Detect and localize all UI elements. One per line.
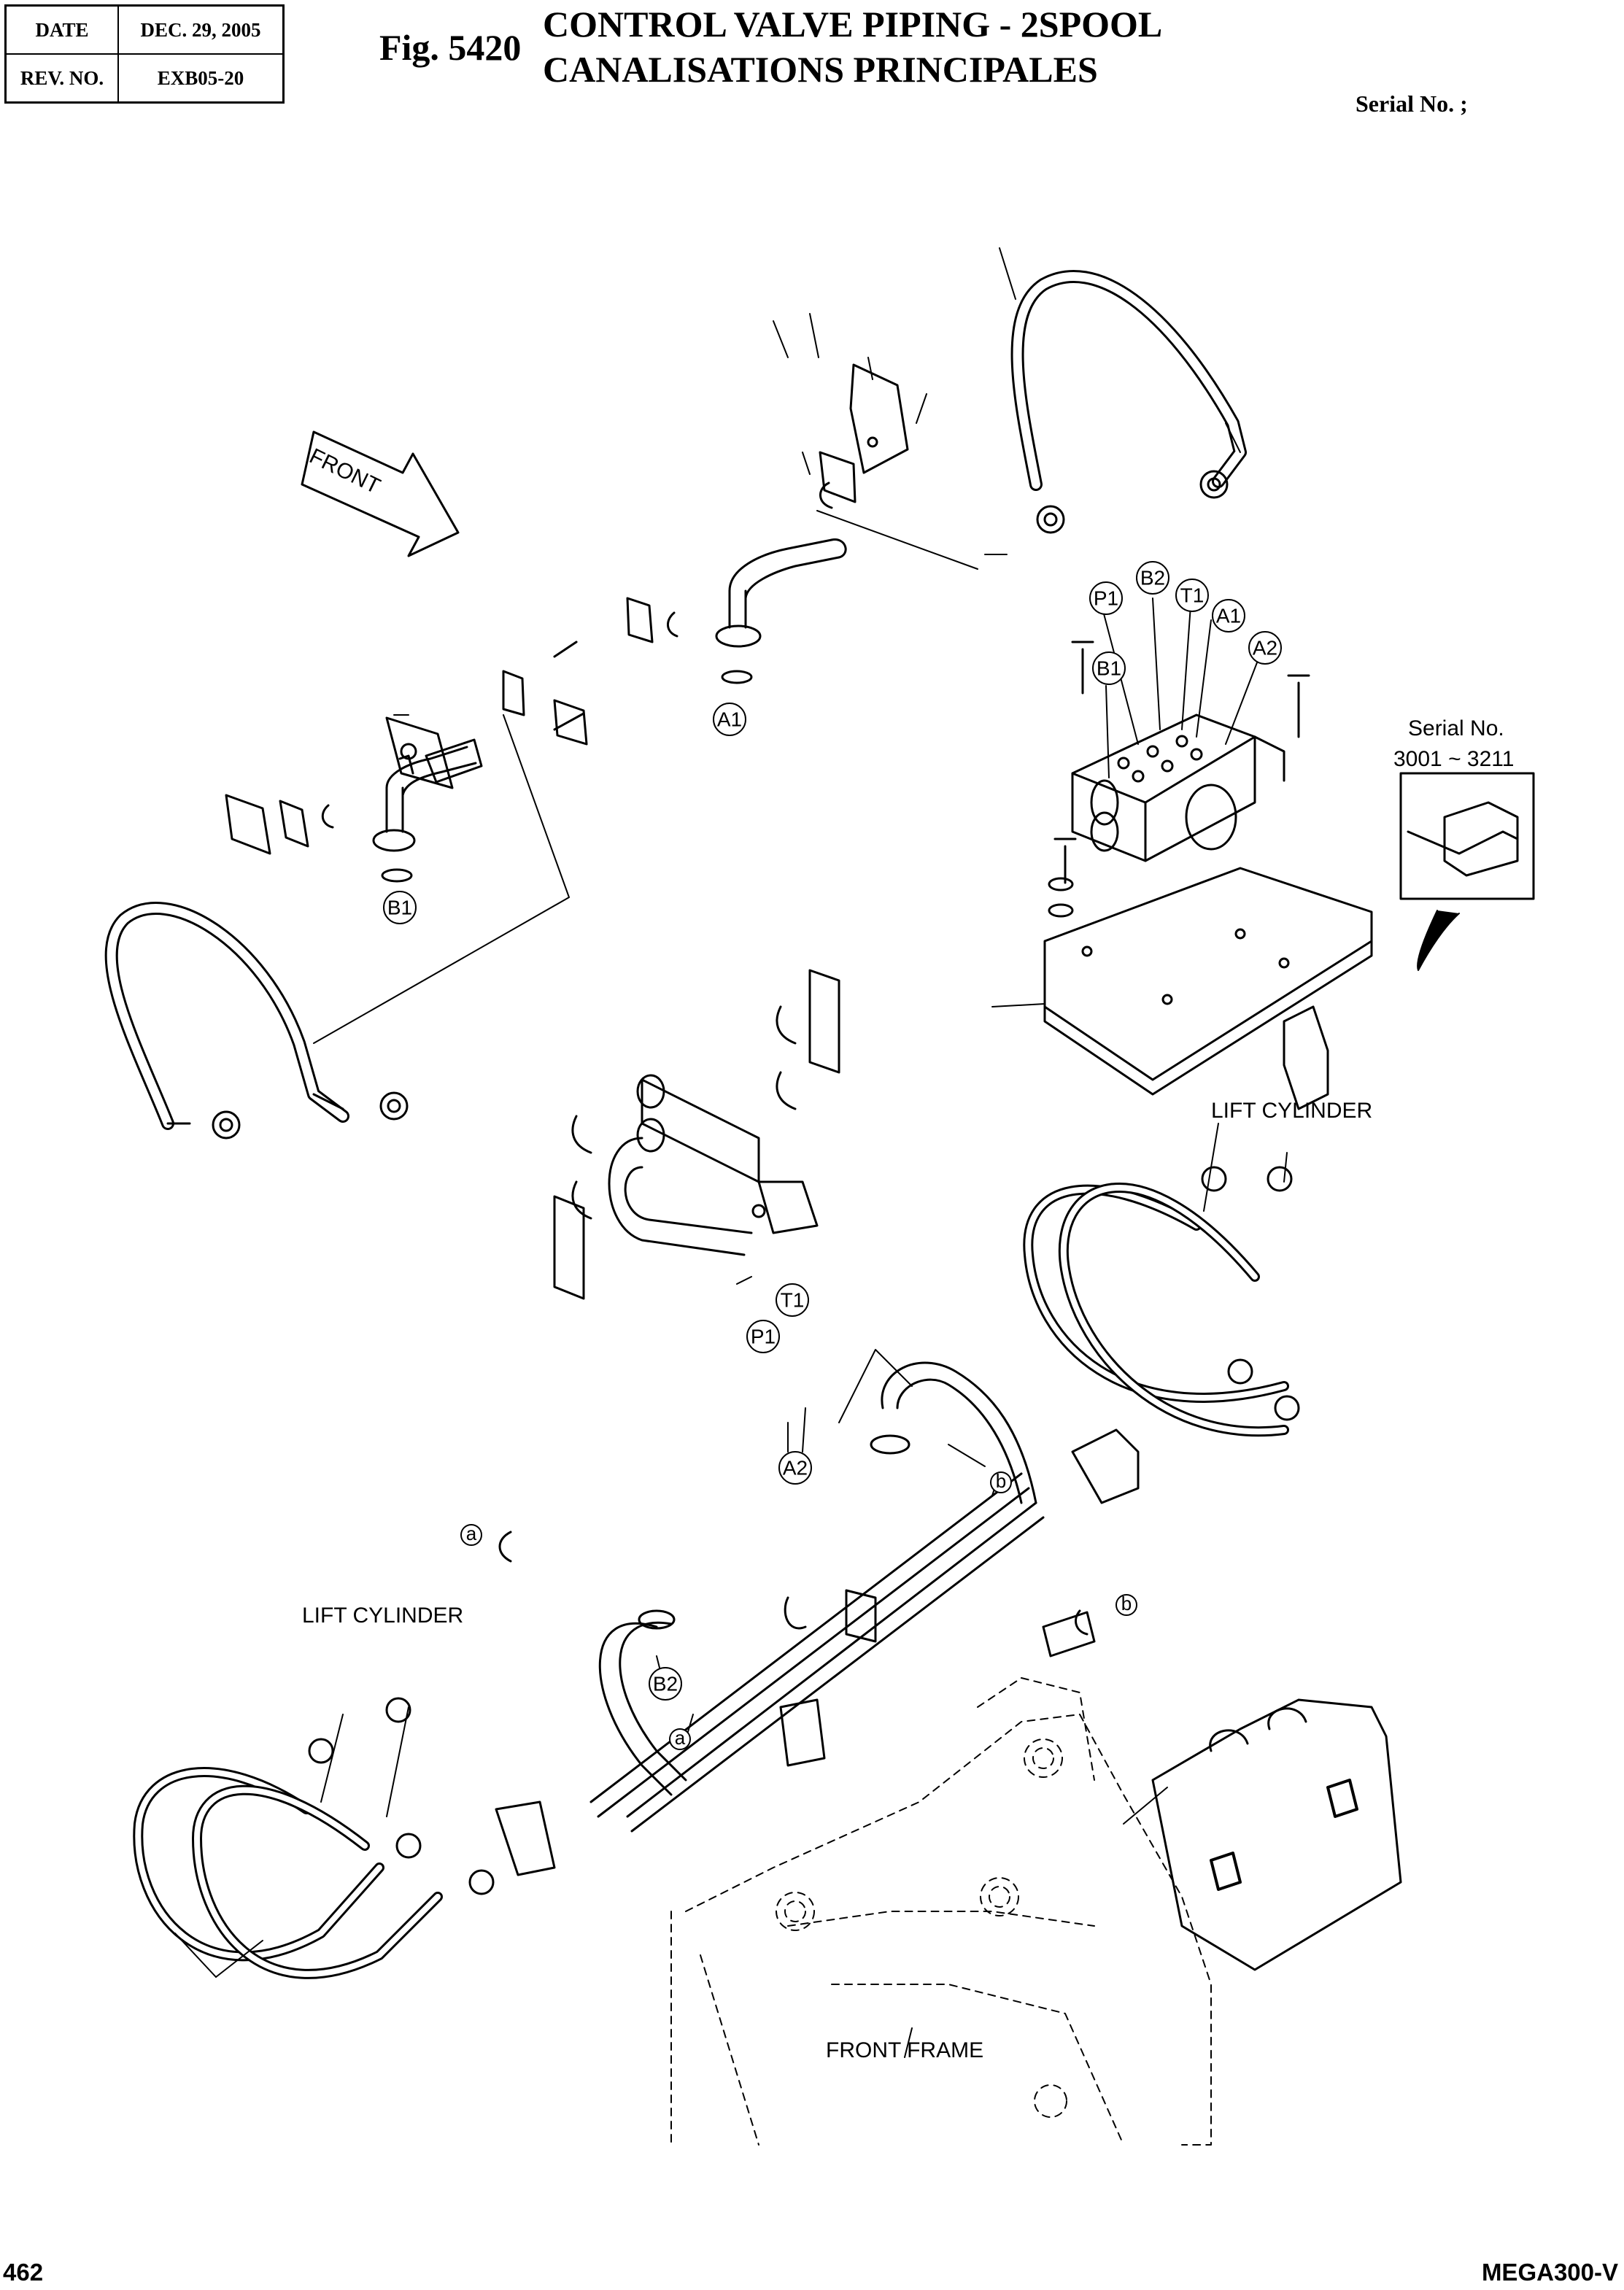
- lower-main-pipes: [495, 1361, 1140, 1876]
- cover-plate: [1151, 1698, 1402, 1971]
- page-number: 462: [3, 2259, 44, 2286]
- rev-value: EXB05-20: [117, 53, 285, 104]
- middle-pipe-assembly: [553, 969, 840, 1300]
- valve-mounting-plate: [1043, 838, 1373, 1110]
- ref-a-mid: a: [675, 1727, 686, 1749]
- date-label: DATE: [4, 4, 119, 55]
- title-english: CONTROL VALVE PIPING - 2SPOOL: [543, 4, 1163, 45]
- front-arrow: [301, 430, 460, 557]
- top-right-hose: [1010, 270, 1247, 534]
- port-t1-valve: T1: [1180, 584, 1205, 607]
- serial-inset-box: [1399, 772, 1535, 971]
- lift-cylinder-right-label: LIFT CYLINDER: [1211, 1099, 1372, 1123]
- date-value: DEC. 29, 2005: [117, 4, 285, 55]
- leader-lines: [174, 247, 1288, 2058]
- left-hose: [104, 902, 409, 1140]
- serial-note-label: Serial No.: [1408, 716, 1504, 740]
- ref-b-right: b: [1121, 1593, 1132, 1614]
- upper-pipe-assembly: [225, 363, 909, 883]
- model-code: MEGA300-V: [1481, 2259, 1618, 2286]
- ref-a-left: a: [466, 1523, 477, 1544]
- revision-info-table: DATE DEC. 29, 2005 REV. NO. EXB05-20: [4, 4, 285, 104]
- lift-cylinder-left-label: LIFT CYLINDER: [302, 1604, 463, 1628]
- port-p1-pipe: P1: [751, 1326, 776, 1348]
- port-b1-valve: B1: [1097, 657, 1121, 680]
- control-valve: [1071, 641, 1310, 862]
- port-t1-pipe: T1: [781, 1289, 805, 1312]
- port-a2-valve: A2: [1253, 637, 1277, 659]
- port-a1-pipe: A1: [717, 708, 742, 731]
- front-frame-outline: [670, 1677, 1212, 2146]
- left-lift-cylinder-hoses: [133, 1697, 495, 1979]
- port-b1-pipe: B1: [387, 897, 412, 919]
- front-frame-label: FRONT FRAME: [826, 2038, 983, 2062]
- ref-b-mid: b: [996, 1470, 1006, 1492]
- port-b2-pipe: B2: [653, 1673, 678, 1695]
- right-lift-cylinder-hoses: [1023, 1166, 1300, 1437]
- port-a1-valve: A1: [1216, 605, 1241, 627]
- port-b2-valve: B2: [1140, 567, 1165, 589]
- figure-number: Fig. 5420: [379, 27, 522, 68]
- serial-range-label: 3001 ~ 3211: [1393, 747, 1514, 771]
- port-a2-pipe: A2: [783, 1457, 808, 1479]
- rev-label: REV. NO.: [4, 53, 119, 104]
- serial-header: Serial No. ;: [1356, 90, 1468, 117]
- port-p1-valve: P1: [1094, 587, 1118, 610]
- title-french: CANALISATIONS PRINCIPALES: [543, 49, 1098, 90]
